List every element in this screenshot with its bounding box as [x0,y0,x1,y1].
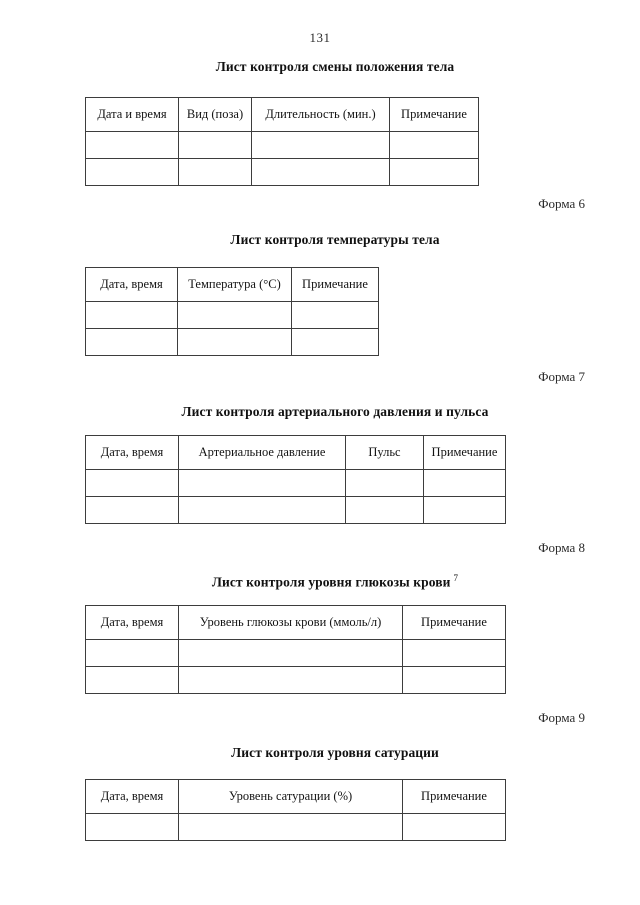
table-cell[interactable] [178,469,346,497]
table-cell[interactable] [85,328,178,356]
column-header: Дата, время [85,267,178,302]
column-header: Температура (°C) [177,267,292,302]
table-cell[interactable] [291,328,379,356]
table-row [85,813,506,841]
table-cell[interactable] [291,301,379,329]
page-number: 131 [309,30,331,45]
table-cell[interactable] [178,666,403,694]
table-row [85,158,479,186]
table-cell[interactable] [85,158,179,186]
table-cell[interactable] [85,131,179,159]
table-row [85,469,506,497]
form-label: Форма 8 [538,540,585,555]
table-cell[interactable] [177,328,292,356]
form-label: Форма 9 [538,710,585,725]
column-header: Уровень глюкозы крови (ммоль/л) [178,605,403,640]
table-cell[interactable] [423,496,506,524]
column-header: Артериальное давление [178,435,346,470]
column-header: Примечание [402,605,506,640]
form-label: Форма 7 [538,369,585,384]
column-header: Дата и время [85,97,179,132]
table-cell[interactable] [389,158,479,186]
table-cell[interactable] [85,666,179,694]
table-cell[interactable] [85,813,179,841]
column-header: Дата, время [85,435,179,470]
column-header: Примечание [291,267,379,302]
table-cell[interactable] [85,301,178,329]
table-cell[interactable] [251,131,390,159]
section-title-body-position: Лист контроля смены положения тела [85,59,585,75]
section-title-temperature: Лист контроля температуры тела [85,232,585,248]
table-cell[interactable] [389,131,479,159]
table-row [85,639,506,667]
table-row [85,496,506,524]
section-title-text: Лист контроля смены положения тела [215,59,455,74]
table-cell[interactable] [402,666,506,694]
column-header: Примечание [389,97,479,132]
table-header-row: Дата, время Уровень сатурации (%) Примеч… [85,779,506,814]
column-header: Вид (поза) [178,97,252,132]
table-blood-glucose: Дата, время Уровень глюкозы крови (ммоль… [85,605,506,694]
table-cell[interactable] [178,158,252,186]
table-cell[interactable] [85,639,179,667]
table-cell[interactable] [345,469,424,497]
table-header-row: Дата и время Вид (поза) Длительность (ми… [85,97,479,132]
table-body-position: Дата и время Вид (поза) Длительность (ми… [85,97,479,186]
table-cell[interactable] [178,131,252,159]
table-blood-pressure: Дата, время Артериальное давление Пульс … [85,435,506,524]
column-header: Примечание [402,779,506,814]
section-title-saturation: Лист контроля уровня сатурации [85,745,585,761]
column-header: Дата, время [85,605,179,640]
table-header-row: Дата, время Температура (°C) Примечание [85,267,379,302]
table-cell[interactable] [85,496,179,524]
table-cell[interactable] [85,469,179,497]
form-label: Форма 6 [538,196,585,211]
table-cell[interactable] [251,158,390,186]
column-header: Пульс [345,435,424,470]
table-row [85,131,479,159]
table-row [85,301,379,329]
table-row [85,666,506,694]
table-row [85,328,379,356]
column-header: Длительность (мин.) [251,97,390,132]
section-title-text: Лист контроля уровня глюкозы крови [211,574,451,590]
table-cell[interactable] [402,813,506,841]
table-cell[interactable] [402,639,506,667]
table-temperature: Дата, время Температура (°C) Примечание [85,267,379,356]
table-cell[interactable] [178,639,403,667]
section-title-text: Лист контроля температуры тела [230,232,440,247]
table-header-row: Дата, время Уровень глюкозы крови (ммоль… [85,605,506,640]
table-cell[interactable] [178,813,403,841]
section-title-blood-pressure: Лист контроля артериального давления и п… [85,404,585,420]
column-header: Уровень сатурации (%) [178,779,403,814]
table-cell[interactable] [177,301,292,329]
section-title-text: Лист контроля уровня сатурации [231,745,439,760]
table-header-row: Дата, время Артериальное давление Пульс … [85,435,506,470]
footnote-marker: 7 [453,573,459,583]
table-cell[interactable] [423,469,506,497]
column-header: Примечание [423,435,506,470]
section-title-text: Лист контроля артериального давления и п… [181,404,489,419]
table-cell[interactable] [178,496,346,524]
table-saturation: Дата, время Уровень сатурации (%) Примеч… [85,779,506,841]
table-cell[interactable] [345,496,424,524]
column-header: Дата, время [85,779,179,814]
